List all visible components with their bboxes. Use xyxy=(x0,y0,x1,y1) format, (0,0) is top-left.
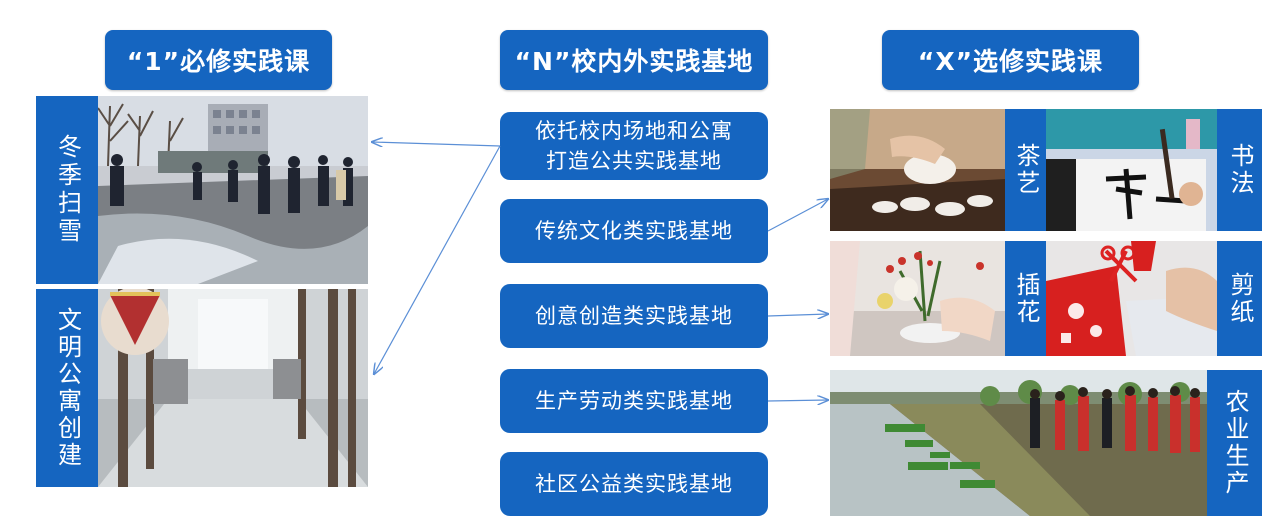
label-dormitory: 文明公寓创建 xyxy=(36,289,98,487)
agriculture-photo xyxy=(830,370,1207,516)
header-elective-course: “X”选修实践课 xyxy=(882,30,1139,90)
label-text: 冬季扫雪 xyxy=(53,134,82,246)
arrow-to-flower xyxy=(767,314,828,316)
base-public-campus: 依托校内场地和公寓 打造公共实践基地 xyxy=(500,112,768,180)
label-paper-cutting: 剪纸 xyxy=(1217,241,1262,356)
label-text: 农业生产 xyxy=(1221,389,1249,497)
dormitory-hallway-photo xyxy=(98,289,368,487)
base-community-welfare: 社区公益类实践基地 xyxy=(500,452,768,516)
arrow-to-tea xyxy=(767,199,828,232)
label-text: 插花 xyxy=(1012,271,1040,326)
label-text: 文明公寓创建 xyxy=(53,307,82,469)
base-creative: 创意创造类实践基地 xyxy=(500,284,768,348)
base-production-labor: 生产劳动类实践基地 xyxy=(500,369,768,433)
label-text: 书法 xyxy=(1226,143,1254,197)
label-winter-snow: 冬季扫雪 xyxy=(36,96,98,284)
header-required-course: “1”必修实践课 xyxy=(105,30,332,90)
label-text: 剪纸 xyxy=(1226,271,1254,326)
arrow-to-agriculture xyxy=(767,400,828,401)
paper-cutting-photo xyxy=(1046,241,1217,356)
label-text: 茶艺 xyxy=(1012,143,1040,197)
arrow-to-dormitory xyxy=(374,145,501,374)
tea-ceremony-photo xyxy=(830,109,1005,231)
header-practice-bases: “N”校内外实践基地 xyxy=(500,30,768,90)
arrow-to-snow xyxy=(372,142,501,146)
label-agriculture: 农业生产 xyxy=(1207,370,1262,516)
snow-sweeping-photo xyxy=(98,96,368,284)
flower-arranging-photo xyxy=(830,241,1005,356)
base-traditional-culture: 传统文化类实践基地 xyxy=(500,199,768,263)
label-tea-art: 茶艺 xyxy=(1005,109,1046,231)
label-calligraphy: 书法 xyxy=(1217,109,1262,231)
calligraphy-photo xyxy=(1046,109,1217,231)
label-flower-arranging: 插花 xyxy=(1005,241,1046,356)
